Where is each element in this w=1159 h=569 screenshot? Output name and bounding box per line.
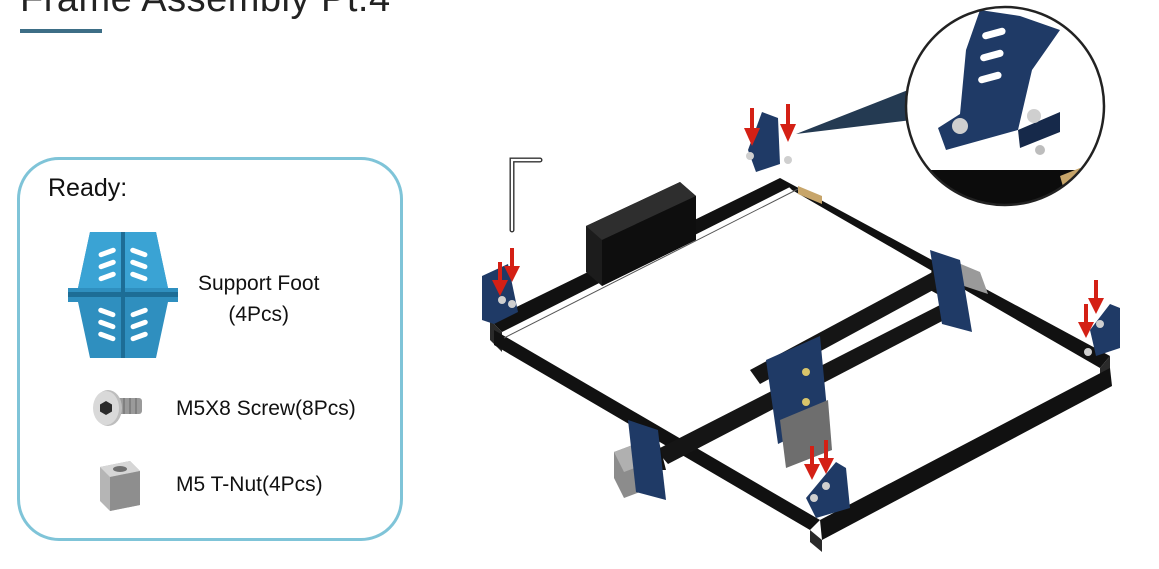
t-nut-icon (100, 461, 140, 511)
ready-heading: Ready: (48, 174, 128, 202)
zoom-detail (904, 5, 1106, 207)
frame-assembly-illustration (482, 5, 1120, 552)
hex-key-icon (509, 157, 543, 233)
gantry-carriage (766, 336, 832, 468)
support-foot-label: Support Foot (4Pcs) (198, 268, 319, 330)
support-foot-icon (68, 232, 178, 358)
insert-arrows (492, 104, 1104, 480)
support-foot (482, 112, 1120, 518)
screw-heads (498, 152, 1104, 502)
rear-bracket (930, 250, 972, 332)
zoom-pointer (796, 90, 912, 134)
front-bracket (628, 420, 666, 500)
screw-label: M5X8 Screw(8Pcs) (176, 397, 356, 420)
screw-icon (93, 390, 142, 426)
support-foot-qty: (4Pcs) (228, 303, 290, 326)
t-nut-label: M5 T-Nut(4Pcs) (176, 473, 323, 496)
title-underline (20, 29, 102, 33)
slider-block (798, 186, 822, 204)
controller-box (586, 182, 696, 286)
ready-panel: Ready: Support Foot (4Pcs) (17, 157, 403, 541)
page-title: Frame Assembly Pt.4 (20, 0, 391, 21)
support-foot-name: Support Foot (198, 272, 320, 295)
